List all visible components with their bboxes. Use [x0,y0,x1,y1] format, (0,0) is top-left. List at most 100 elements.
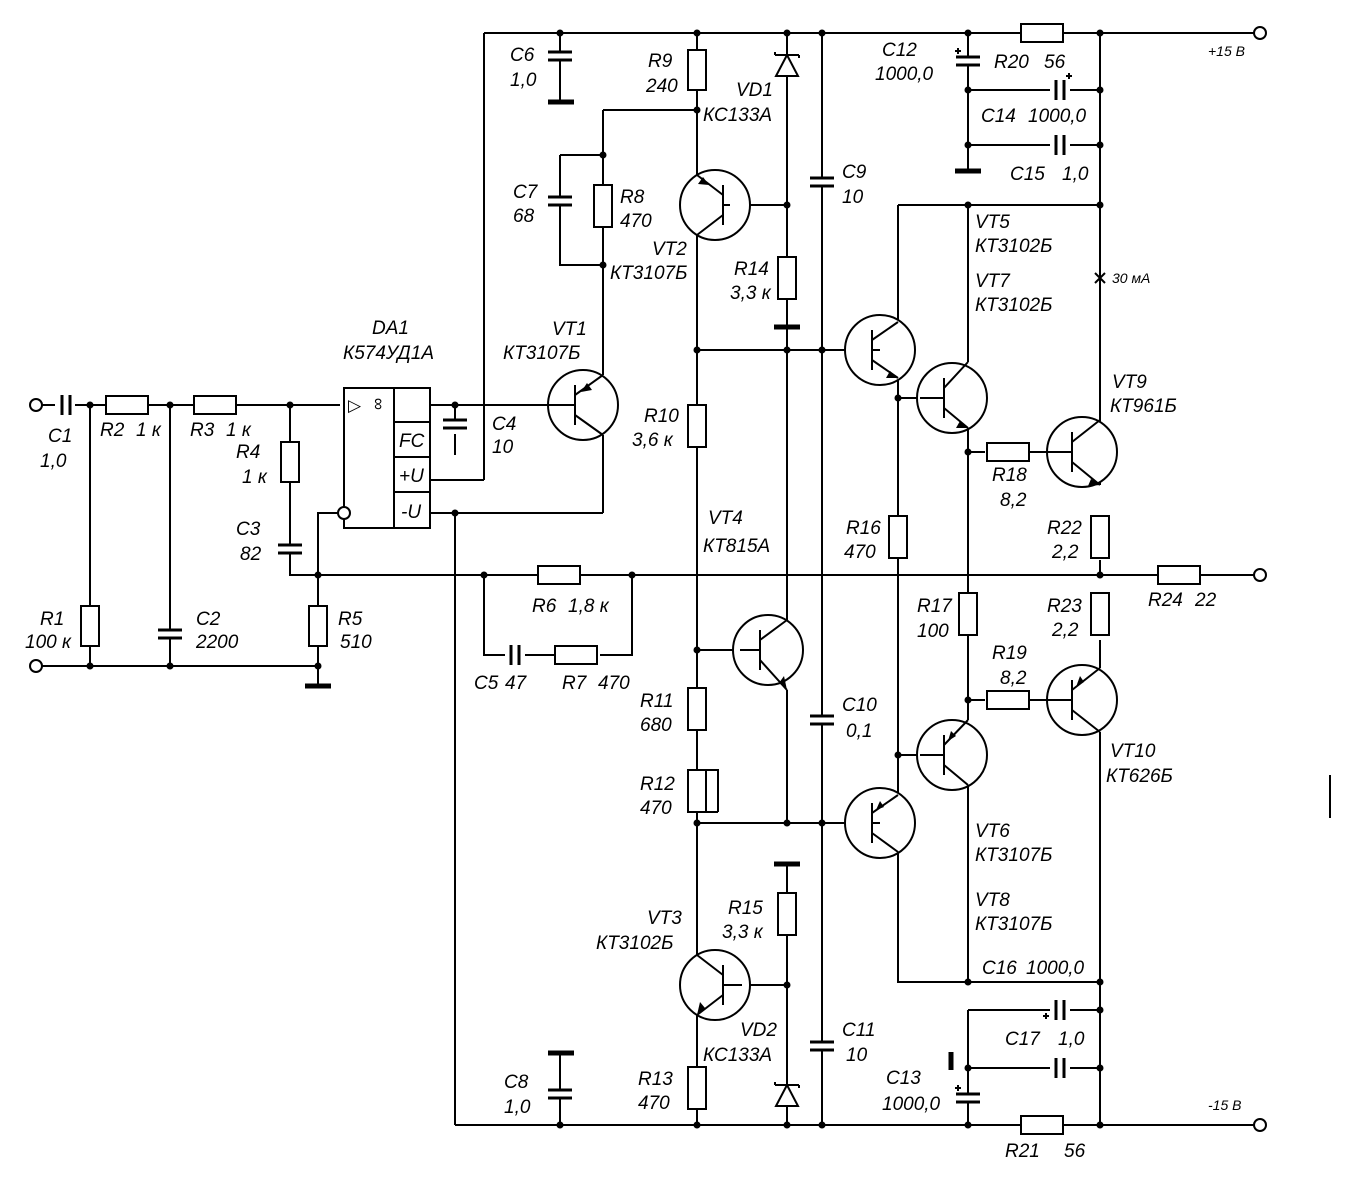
capacitor-c4 [443,405,467,455]
label-r17-val: 100 [917,621,949,642]
ground-symbols [305,99,981,1070]
label-vt6-val: КТ3107Б [975,845,1052,866]
opamp-pin-vp: +U [399,466,424,487]
label-vt1-val: КТ3107Б [503,343,580,364]
capacitor-c9 [810,176,834,188]
resistor-r19 [986,690,1030,710]
capacitor-c5 [509,645,521,665]
resistor-r13 [687,1066,707,1110]
positive-rail-label: +15 В [1208,43,1245,59]
label-c14-val: 1000,0 [1028,106,1087,127]
opamp-infinity-symbol: ∞ [368,398,387,410]
label-r19-val: 8,2 [1000,668,1027,689]
zener-diodes [774,52,800,1107]
capacitor-c7 [548,195,572,207]
current-measure-mark [1094,272,1106,284]
label-vt5: VT5 [975,212,1010,233]
label-r20: R20 [994,52,1029,73]
label-r23: R23 [1047,596,1082,617]
output-terminal [1253,568,1267,582]
label-r22-val: 2,2 [1051,542,1079,563]
label-r8: R8 [620,187,645,208]
transistor-vt5 [844,314,916,386]
capacitor-c8 [548,1088,572,1100]
label-r18-val: 8,2 [1000,490,1027,511]
label-vt1: VT1 [552,319,587,340]
resistor-r17 [958,592,978,636]
transistors [547,169,1118,1021]
label-r15-val: 3,3 к [722,922,764,943]
label-r2-val: 1 к [136,420,162,441]
resistor-r21 [1020,1115,1064,1135]
capacitor-c6 [548,50,572,62]
label-c8-val: 1,0 [504,1097,531,1118]
resistor-r9 [687,49,707,91]
label-da1: DA1 [372,318,409,339]
label-c12: C12 [882,40,917,61]
opamp-pin-fc: FC [399,431,425,452]
label-r16-val: 470 [844,542,876,563]
opamp-da1 [337,387,431,529]
label-c11: C11 [842,1020,875,1041]
resistors [80,23,1201,1135]
label-c17: C17 [1005,1029,1041,1050]
transistor-vt8 [916,719,988,791]
capacitor-c15 [1054,135,1066,155]
label-r18: R18 [992,465,1027,486]
label-vt10-val: КТ626Б [1106,766,1173,787]
capacitor-c17 [1054,1058,1066,1078]
label-r8-val: 470 [620,211,652,232]
resistor-r11 [687,687,707,731]
transistor-vt3 [679,949,751,1021]
label-r11-val: 680 [640,715,672,736]
terminals [29,26,1267,1132]
label-c9: C9 [842,162,867,183]
label-r22: R22 [1047,518,1082,539]
label-r12: R12 [640,774,675,795]
label-c16-val: 1000,0 [1026,958,1085,979]
label-r24-val: 22 [1194,590,1217,611]
resistor-r1 [80,605,100,647]
label-vt8: VT8 [975,890,1010,911]
input-ground-terminal [29,659,43,673]
label-r17: R17 [917,596,953,617]
resistor-r6 [537,565,581,585]
label-vt6: VT6 [975,821,1010,842]
label-r23-val: 2,2 [1051,620,1079,641]
label-c2-val: 2200 [195,632,239,653]
label-vd1-val: КС133А [703,105,772,126]
label-r1: R1 [40,609,64,630]
resistor-r15 [777,892,797,936]
label-r6: R6 [532,596,557,617]
label-c13-val: 1000,0 [882,1094,941,1115]
resistor-r2 [105,395,149,415]
label-r6-val: 1,8 к [568,596,610,617]
label-vt8-val: КТ3107Б [975,914,1052,935]
resistor-r24 [1157,565,1201,585]
label-c16: C16 [982,958,1017,979]
label-vt2-val: КТ3107Б [610,263,687,284]
label-r4-val: 1 к [242,467,268,488]
label-vt4: VT4 [708,508,743,529]
resistor-r20 [1020,23,1064,43]
label-r14: R14 [734,259,769,280]
resistor-r3 [193,395,237,415]
label-c7-val: 68 [513,206,535,227]
zener-vd2 [774,1082,800,1107]
resistor-r16 [888,515,908,559]
label-r21: R21 [1005,1141,1040,1162]
label-c15: C15 [1010,164,1045,185]
label-r10-val: 3,6 к [632,430,674,451]
resistor-r18 [986,442,1030,462]
label-c7: C7 [513,182,539,203]
capacitors [60,48,1072,1104]
negative-rail-label: -15 В [1208,1097,1241,1113]
label-r9-val: 240 [645,76,678,97]
negative-rail-terminal [1253,1118,1267,1132]
label-vt9-val: КТ961Б [1110,396,1177,417]
label-r5-val: 510 [340,632,372,653]
label-c6: C6 [510,45,535,66]
capacitor-c10 [810,714,834,726]
label-r20-val: 56 [1044,52,1066,73]
